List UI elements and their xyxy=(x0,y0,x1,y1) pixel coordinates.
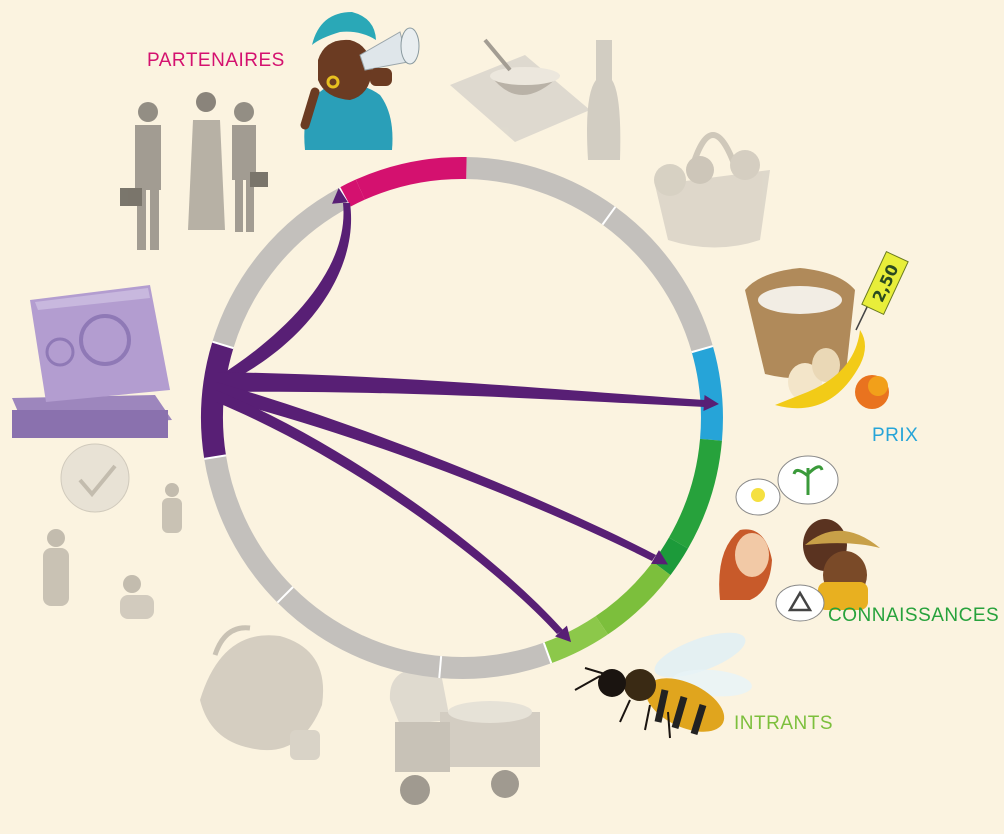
arrow-intrants xyxy=(555,625,572,643)
bowl-and-bottle-icon xyxy=(450,38,621,160)
segment-divider xyxy=(276,586,294,604)
segment-inactive xyxy=(277,586,442,678)
flour-eggs-fruit-icon: 2,50 xyxy=(745,250,909,409)
label-connaissances: CONNAISSANCES xyxy=(828,605,1000,626)
segment-connaissances-dark xyxy=(652,537,689,576)
business-people-icon xyxy=(120,92,268,250)
label-partenaires: PARTENAIRES xyxy=(147,50,285,71)
flow-to-partenaires xyxy=(216,203,352,386)
segment-divider xyxy=(542,642,553,664)
segment-intrants-light xyxy=(543,616,608,664)
segment-source xyxy=(201,341,234,459)
basket-icon xyxy=(654,132,770,248)
segment-inactive xyxy=(204,455,294,603)
woman-megaphone-icon xyxy=(300,12,420,150)
flow-to-prix xyxy=(216,372,705,407)
flow-to-connaissances xyxy=(216,382,656,561)
label-intrants: INTRANTS xyxy=(734,713,833,734)
people-ideas-icon xyxy=(43,443,182,619)
flow-to-intrants xyxy=(216,390,563,634)
segment-partenaires-small xyxy=(339,179,365,208)
segment-inactive xyxy=(602,206,713,353)
segment-divider xyxy=(691,345,714,354)
segment-divider xyxy=(212,340,234,350)
banknotes-icon xyxy=(12,285,172,438)
segment-divider xyxy=(438,656,443,679)
label-prix: PRIX xyxy=(872,425,919,446)
segment-inactive xyxy=(466,157,616,225)
arrow-partenaires xyxy=(332,188,348,204)
people-talking-icon xyxy=(719,455,880,610)
recycle-icon xyxy=(775,584,825,622)
segment-inactive xyxy=(212,187,350,349)
tricycle-truck-icon xyxy=(389,668,540,805)
segment-intrants xyxy=(595,561,671,635)
crops-icon xyxy=(200,625,324,760)
wheel-ring xyxy=(201,156,723,679)
arrow-prix xyxy=(703,395,719,411)
segment-connaissances xyxy=(668,438,722,549)
segment-divider xyxy=(204,454,227,460)
segment-prix xyxy=(691,346,723,441)
bee-icon xyxy=(574,632,752,739)
segment-inactive xyxy=(439,642,552,679)
segment-partenaires xyxy=(355,156,467,200)
arrow-connaissances xyxy=(651,550,668,565)
segment-divider xyxy=(601,206,617,226)
flow-connections xyxy=(216,188,719,643)
